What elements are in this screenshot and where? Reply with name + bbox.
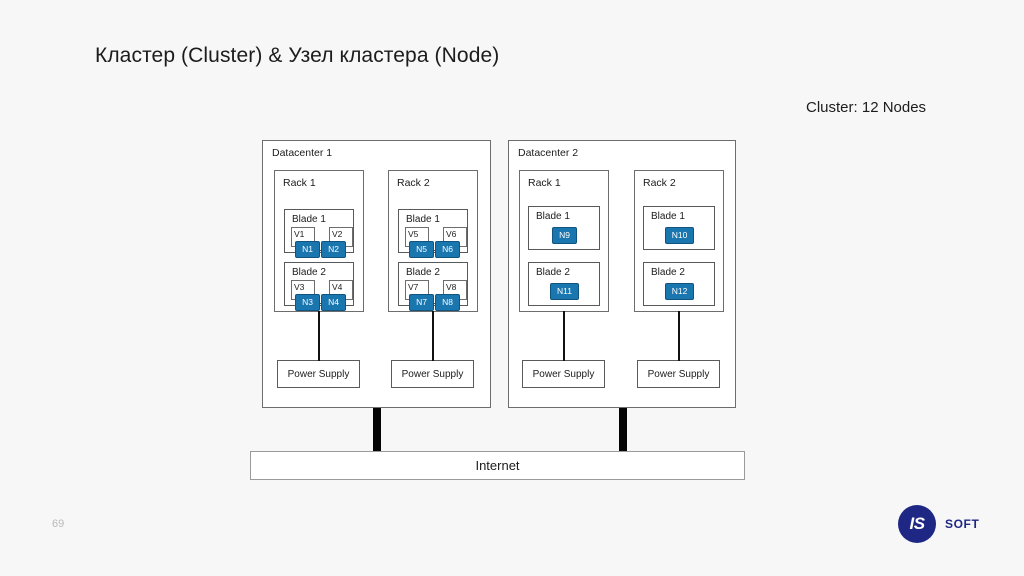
blade-label: Blade 2: [536, 267, 570, 278]
node-badge[interactable]: N11: [550, 283, 579, 300]
blade-label: Blade 1: [406, 214, 440, 225]
node-badge[interactable]: N6: [435, 241, 460, 258]
vm-label: V6: [446, 229, 457, 239]
vm-label: V8: [446, 282, 457, 292]
node-badge[interactable]: N2: [321, 241, 346, 258]
vm-label: V5: [408, 229, 419, 239]
vm-label: V1: [294, 229, 305, 239]
blade-label: Blade 2: [292, 267, 326, 278]
cluster-node-count-caption: Cluster: 12 Nodes: [806, 99, 927, 116]
page-number: 69: [52, 518, 65, 530]
page-title: Кластер (Cluster) & Узел кластера (Node): [95, 44, 500, 67]
power-supply-box: Power Supply: [277, 360, 360, 388]
datacenter-2-rack-2-label: Rack 2: [643, 177, 676, 189]
node-badge[interactable]: N5: [409, 241, 434, 258]
datacenter-2-label: Datacenter 2: [518, 147, 579, 159]
datacenter-1-rack-2-label: Rack 2: [397, 177, 430, 189]
power-wire: [678, 311, 680, 361]
node-link: [419, 250, 449, 251]
internet-box: Internet: [250, 451, 745, 480]
power-wire: [318, 311, 320, 361]
node-badge[interactable]: N8: [435, 294, 460, 311]
vm-label: V4: [332, 282, 343, 292]
power-supply-box: Power Supply: [637, 360, 720, 388]
datacenter-1-uplink: [373, 408, 381, 456]
node-badge[interactable]: N1: [295, 241, 320, 258]
brand-name: SOFT: [945, 517, 980, 531]
node-badge[interactable]: N7: [409, 294, 434, 311]
node-badge[interactable]: N3: [295, 294, 320, 311]
node-link: [419, 303, 449, 304]
brand-logo: IS SOFT: [898, 505, 979, 543]
node-link: [305, 250, 335, 251]
node-badge[interactable]: N9: [552, 227, 577, 244]
vm-label: V2: [332, 229, 343, 239]
node-badge[interactable]: N12: [665, 283, 694, 300]
blade-label: Blade 2: [406, 267, 440, 278]
power-supply-box: Power Supply: [522, 360, 605, 388]
is-logo-icon: IS: [898, 505, 936, 543]
blade-label: Blade 1: [292, 214, 326, 225]
power-supply-box: Power Supply: [391, 360, 474, 388]
datacenter-2-uplink: [619, 408, 627, 456]
blade-label: Blade 1: [536, 211, 570, 222]
node-badge[interactable]: N10: [665, 227, 694, 244]
node-link: [305, 303, 335, 304]
blade-label: Blade 1: [651, 211, 685, 222]
blade-label: Blade 2: [651, 267, 685, 278]
datacenter-1-label: Datacenter 1: [272, 147, 333, 159]
power-wire: [432, 311, 434, 361]
vm-label: V3: [294, 282, 305, 292]
power-wire: [563, 311, 565, 361]
node-badge[interactable]: N4: [321, 294, 346, 311]
vm-label: V7: [408, 282, 419, 292]
datacenter-1-rack-1-label: Rack 1: [283, 177, 316, 189]
datacenter-2-rack-1-label: Rack 1: [528, 177, 561, 189]
